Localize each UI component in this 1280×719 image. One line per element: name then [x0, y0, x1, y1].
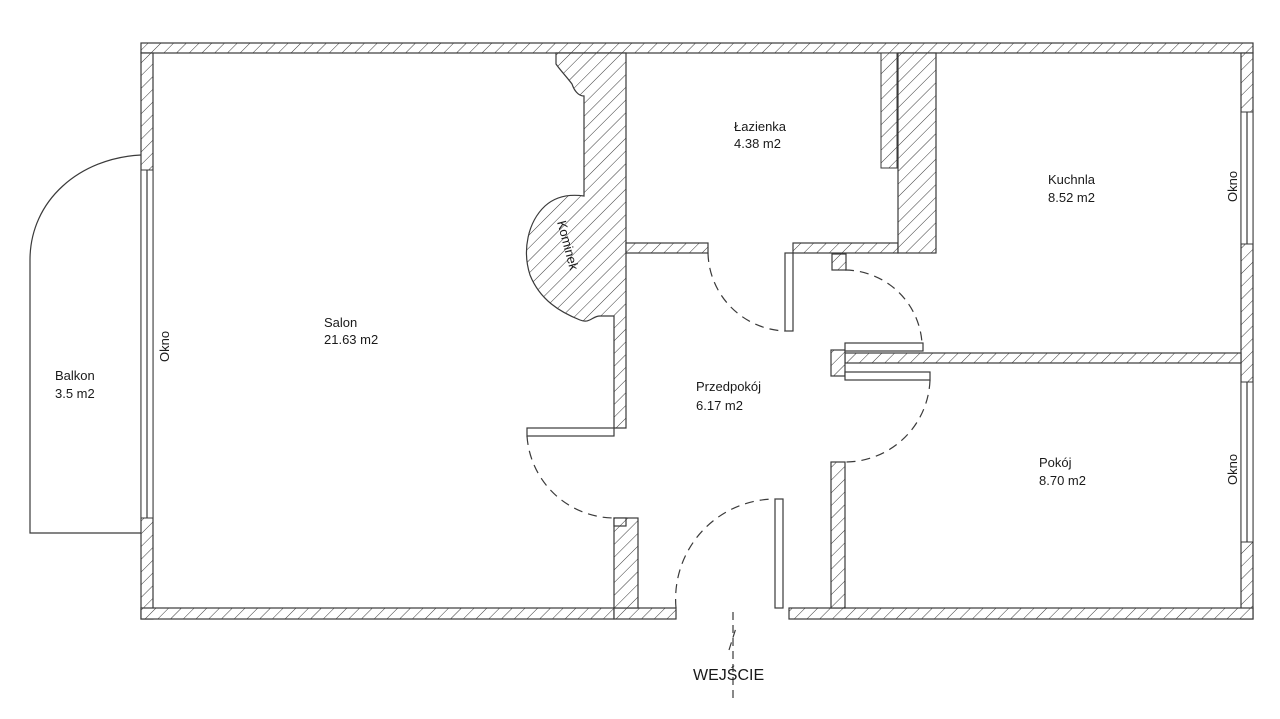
- room-balkon-area: 3.5 m2: [55, 386, 95, 401]
- door-bathroom-swing: [707, 252, 786, 332]
- wall-corridor-right-mid: [830, 349, 846, 377]
- wall-bathroom-bottom-right: [792, 242, 899, 254]
- door-room-swing: [844, 379, 931, 463]
- room-przedpokoj-area: 6.17 m2: [696, 398, 743, 413]
- room-pokoj-area: 8.70 m2: [1039, 473, 1086, 488]
- window-label-left: Okno: [157, 331, 172, 362]
- room-balkon-name: Balkon: [55, 368, 95, 383]
- wall-bathroom-right: [897, 52, 937, 254]
- door-kitchen-leaf: [844, 342, 924, 352]
- door-entry-swing: [674, 498, 776, 609]
- balcony-outline: [29, 154, 142, 534]
- room-salon-name: Salon: [324, 315, 357, 330]
- room-lazienka-name: Łazienka: [734, 119, 787, 134]
- doors: [526, 252, 931, 609]
- room-przedpokoj-name: Przedpokój: [696, 379, 761, 394]
- window-label-kitchen: Okno: [1225, 171, 1240, 202]
- door-kitchen-swing: [844, 269, 923, 344]
- interior-walls: [525, 52, 1242, 609]
- room-salon-area: 21.63 m2: [324, 332, 378, 347]
- room-lazienka-area: 4.38 m2: [734, 136, 781, 151]
- door-salon-swing: [526, 435, 615, 519]
- door-salon-leaf: [526, 427, 615, 437]
- windows: [140, 111, 1254, 543]
- wall-top: [140, 42, 1254, 54]
- wall-bathroom-bottom-left: [625, 242, 709, 254]
- bathroom-duct: [880, 52, 898, 169]
- room-kuchnia-area: 8.52 m2: [1048, 190, 1095, 205]
- wall-corridor-right-top: [831, 253, 847, 271]
- room-labels: Salon 21.63 m2 Balkon 3.5 m2 Łazienka 4.…: [55, 119, 1096, 488]
- wall-kitchen-room: [844, 352, 1242, 364]
- window-label-room: Okno: [1225, 454, 1240, 485]
- door-room-leaf: [844, 371, 931, 381]
- window-labels: Okno Okno Okno: [157, 171, 1240, 485]
- outer-walls: [140, 42, 1254, 620]
- wall-entry-left: [613, 517, 639, 609]
- door-bathroom-leaf: [784, 252, 794, 332]
- wall-corridor-right-bottom: [830, 461, 846, 609]
- wall-bottom-entry-left: [613, 607, 677, 620]
- wall-bottom-right: [788, 607, 1254, 620]
- room-pokoj-name: Pokój: [1039, 455, 1072, 470]
- entrance-arrow: [728, 612, 737, 700]
- entrance-label: WEJŚCIE: [693, 665, 764, 684]
- room-kuchnia-name: Kuchnla: [1048, 172, 1096, 187]
- door-entry-leaf: [774, 498, 784, 609]
- wall-bottom-left: [140, 607, 615, 620]
- fireplace-wall: [525, 52, 627, 429]
- wall-salon-lower: [613, 517, 627, 527]
